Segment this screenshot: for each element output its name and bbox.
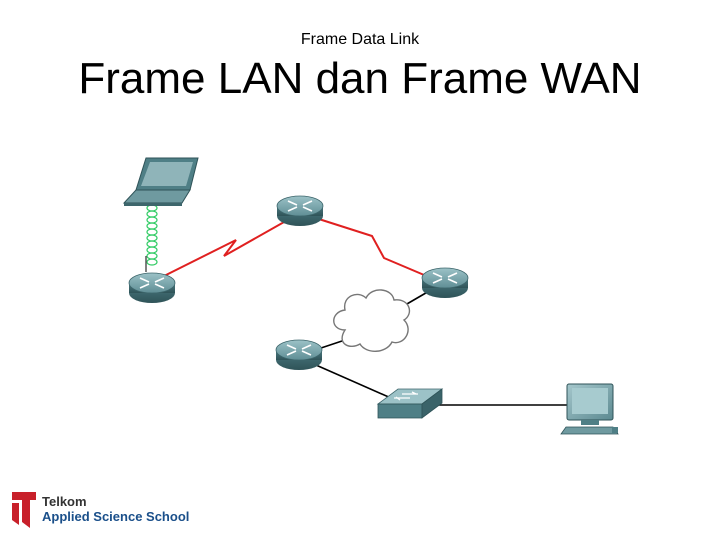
serial-link-right <box>299 212 444 284</box>
router-icon <box>275 339 323 370</box>
laptop-icon <box>122 157 199 206</box>
router-icon <box>421 267 469 298</box>
page-title: Frame LAN dan Frame WAN <box>78 54 642 103</box>
telkom-logo-icon <box>12 492 36 528</box>
router-icon <box>128 272 176 303</box>
page-subtitle: Frame Data Link <box>300 31 420 48</box>
logo-school-text: Applied Science School <box>42 509 190 524</box>
logo-brand-text: Telkom <box>42 494 87 509</box>
desktop-computer-icon <box>560 383 619 435</box>
router-icon <box>276 195 324 226</box>
serial-link-left <box>149 212 301 284</box>
switch-icon <box>376 388 444 419</box>
cloud-icon <box>333 289 411 352</box>
wireless-signal <box>146 204 158 266</box>
